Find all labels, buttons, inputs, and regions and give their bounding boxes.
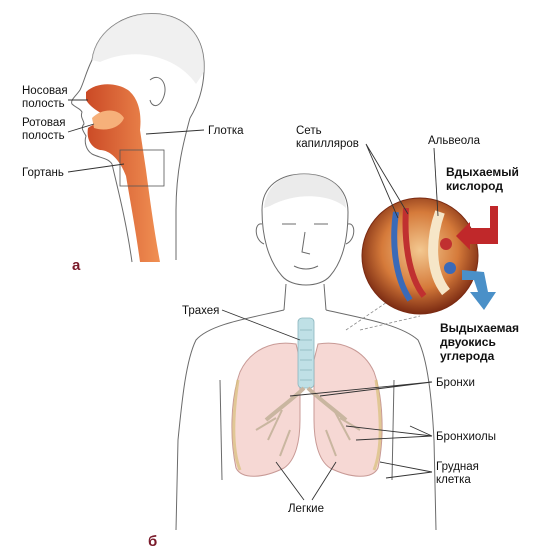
- label-nasal-cavity-2: полость: [22, 98, 65, 110]
- leader-oral-cavity: [67, 123, 95, 133]
- leader-larynx: [67, 163, 125, 173]
- leader-pharynx: [145, 129, 205, 135]
- label-nasal-cavity-1: Носовая: [22, 85, 68, 97]
- panel-letter-a: а: [72, 257, 81, 274]
- label-trachea: Трахея: [182, 305, 219, 317]
- label-larynx: Гортань: [22, 167, 64, 179]
- upper-airway: [86, 84, 165, 262]
- leader-bronchi: [289, 381, 433, 397]
- label-inhaled-oxygen-1: Вдыхаемый: [446, 165, 519, 179]
- torso-figure: [175, 173, 437, 531]
- label-exhaled-co2-2: двуокись: [440, 335, 496, 349]
- trachea-bronchi: [255, 317, 361, 457]
- label-lungs: Легкие: [288, 503, 324, 515]
- leader-alveolus: [433, 147, 439, 217]
- leader-lungs: [275, 461, 337, 501]
- oxygen-arrow: [456, 206, 498, 250]
- label-rib-cage-2: клетка: [436, 474, 471, 486]
- leader-capillary-network: [365, 143, 409, 219]
- label-exhaled-co2-1: Выдыхаемая: [440, 321, 519, 335]
- alveolus-magnification: [345, 197, 479, 331]
- label-exhaled-co2-3: углерода: [440, 349, 495, 363]
- label-pharynx: Глотка: [208, 125, 244, 137]
- label-alveolus: Альвеола: [428, 135, 481, 147]
- label-capillary-network-2: капилляров: [296, 138, 359, 150]
- co2-arrow: [462, 270, 496, 310]
- leader-rib-cage: [379, 461, 433, 479]
- label-oral-cavity-1: Ротовая: [22, 117, 65, 129]
- label-bronchi: Бронхи: [436, 377, 475, 389]
- label-capillary-network-1: Сеть: [296, 125, 322, 137]
- head-profile: [71, 12, 205, 263]
- label-rib-cage-1: Грудная: [436, 461, 479, 473]
- label-inhaled-oxygen-2: кислород: [446, 179, 503, 193]
- label-bronchioles: Бронхиолы: [436, 431, 496, 443]
- label-oral-cavity-2: полость: [22, 130, 65, 142]
- leader-trachea: [221, 309, 301, 341]
- panel-letter-b: б: [148, 533, 157, 550]
- leader-bronchioles: [345, 425, 433, 441]
